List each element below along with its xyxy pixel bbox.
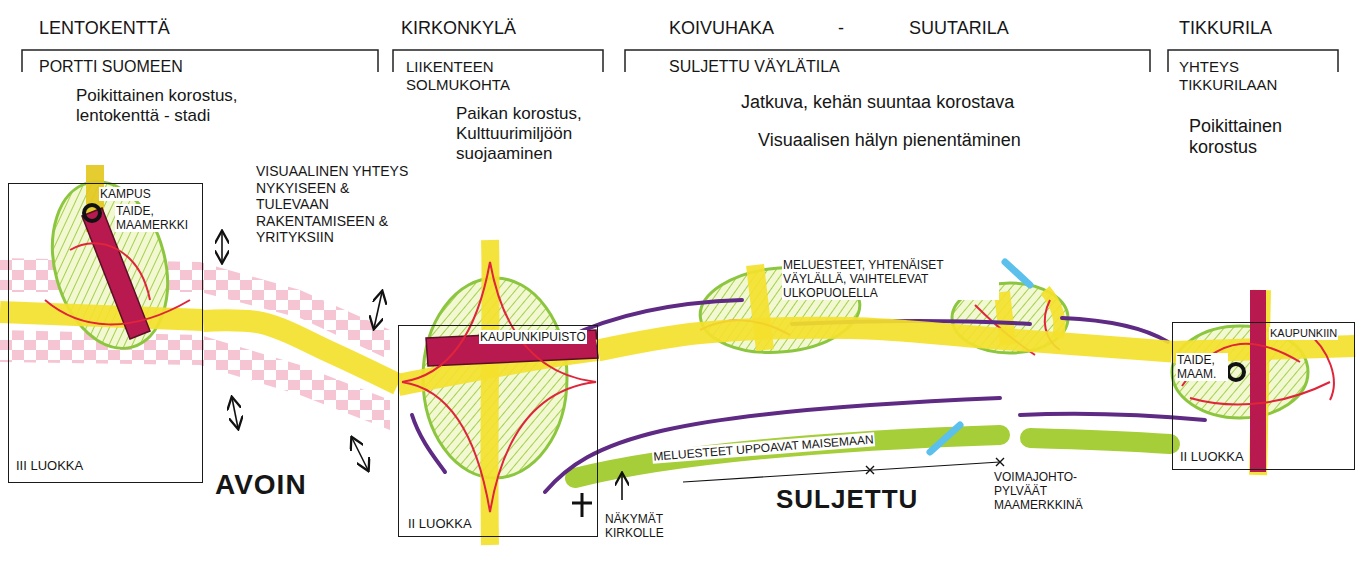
zone-label: SULJETTU [775, 484, 919, 515]
box-label: TAIDE, MAAMERKKI [115, 204, 193, 232]
road-connector [598, 328, 1172, 352]
annotation: NÄKYMÄT KIRKOLLE [604, 512, 678, 540]
green-node [35, 169, 185, 362]
zone-box: KAUPUNKIPUISTO II LUOKKA [398, 325, 598, 537]
road-connector [203, 320, 398, 384]
box-label: KAUPUNKIIN [1269, 327, 1338, 340]
area-note: Visuaalisen hälyn pienentäminen [757, 130, 1022, 151]
area-subheading: YHTEYS TIKKURILAAN [1178, 58, 1320, 93]
red-line [70, 243, 150, 300]
church-cross [572, 493, 592, 517]
emphasis-bar [1250, 290, 1266, 472]
area-heading: LENTOKENTTÄ [38, 18, 171, 39]
annotation: VISUAALINEN YHTEYS NYKYISEEN & TULEVAAN … [255, 163, 412, 246]
pylon-mark [996, 458, 1004, 466]
view-arrow [221, 232, 223, 262]
box-label: II LUOKKA [407, 516, 473, 531]
cross-road [1045, 290, 1059, 338]
zone-box: TAIDE, MAAM. KAUPUNKIIN II LUOKKA [1172, 322, 1355, 470]
pylon-mark [866, 466, 874, 474]
annotation: MELUESTEET UPPOAVAT MAISEMAAN [652, 432, 875, 464]
area-note: Jatkuva, kehän suuntaa korostava [740, 92, 1015, 113]
area-heading: KOIVUHAKA - SUUTARILA [668, 18, 1010, 39]
noise-barrier-band [1030, 438, 1170, 444]
emphasis-bar [426, 330, 598, 366]
box-label: KAUPUNKIPUISTO [479, 330, 587, 344]
red-line [45, 300, 190, 324]
red-line [1190, 382, 1330, 405]
box-label: TAIDE, MAAM. [1176, 353, 1228, 381]
area-note: Poikittainen korostus [1188, 116, 1308, 158]
power-line [683, 462, 1000, 482]
noise-barrier-line [412, 415, 445, 472]
red-line [402, 262, 596, 512]
view-arrow [374, 292, 382, 328]
view-arrow [621, 474, 623, 500]
annotation: MELUESTEET, YHTENÄISET VÄYLÄLLÄ, VAIHTEL… [782, 258, 999, 300]
area-heading: KIRKONKYLÄ [400, 18, 517, 39]
view-arrow [352, 438, 368, 470]
area-note: Paikan korostus, Kulttuurimiljöön suojaa… [455, 104, 627, 164]
noise-barrier-line [1020, 414, 1205, 420]
landmark-circle [1228, 364, 1244, 380]
box-label: III LUOKKA [15, 458, 84, 473]
view-arrow [232, 398, 238, 428]
road-band [0, 312, 203, 320]
box-label: II LUOKKA [1179, 449, 1245, 464]
area-subheading: SULJETTU VÄYLÄTILA [668, 58, 841, 77]
zone-label: AVOIN [214, 468, 308, 501]
annotation: VOIMAJOHTO- PYLVÄÄT MAAMERKKINÄ [993, 470, 1107, 512]
zone-box: KAMPUS TAIDE, MAAMERKKI III LUOKKA [8, 183, 203, 483]
area-heading: TIKKURILA [1178, 18, 1273, 39]
water-stroke [1005, 262, 1030, 285]
landmark-circle [84, 205, 100, 221]
water-stroke [930, 425, 960, 452]
area-subheading: LIIKENTEEN SOLMUKOHTA [405, 58, 532, 93]
noise-barrier-line [545, 398, 1000, 492]
box-label: KAMPUS [99, 187, 152, 201]
red-line [1305, 330, 1334, 400]
area-note: Poikittainen korostus, lentokenttä - sta… [75, 86, 272, 126]
area-subheading: PORTTI SUOMEEN [38, 58, 184, 77]
cross-road [489, 240, 490, 545]
